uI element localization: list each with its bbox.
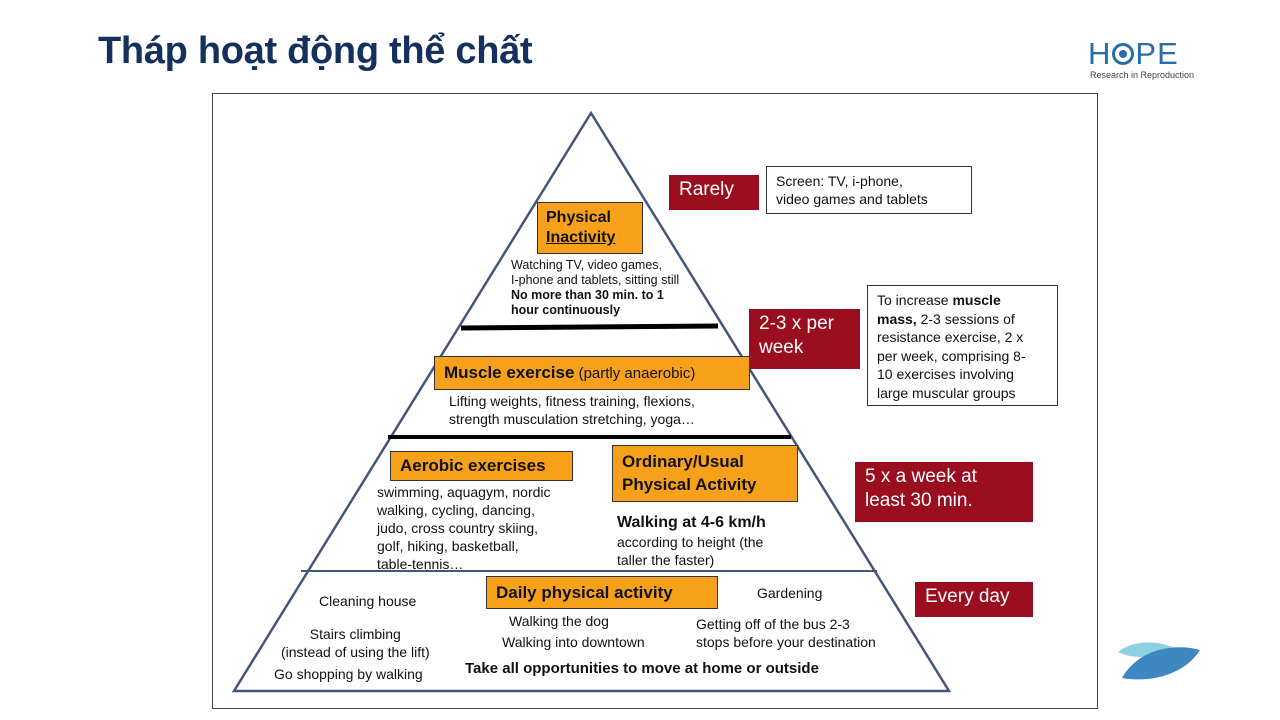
daily-label: Daily physical activity	[496, 583, 673, 602]
ordinary-label-box: Ordinary/Usual Physical Activity	[612, 445, 798, 502]
muscle-label-rest: (partly anaerobic)	[574, 365, 696, 382]
ordinary-label-line1: Ordinary/Usual	[622, 452, 744, 471]
muscle-label-bold: Muscle exercise	[444, 363, 575, 382]
logo-subtitle: Research in Reproduction	[1090, 70, 1195, 80]
note-muscle-line6: large muscular groups	[877, 384, 1016, 401]
daily-stairs-line2: (instead of using the lift)	[281, 644, 430, 660]
daily-bus-line2: stops before your destination	[696, 634, 876, 650]
frequency-muscle-line2: week	[759, 337, 804, 358]
pyramid-outline	[231, 110, 952, 693]
note-muscle-mass: To increase muscle mass, 2-3 sessions of…	[867, 285, 1058, 406]
daily-dog: Walking the dog	[509, 613, 609, 629]
daily-label-box: Daily physical activity	[486, 576, 718, 609]
daily-cleaning: Cleaning house	[319, 593, 417, 609]
daily-shopping: Go shopping by walking	[274, 666, 423, 682]
inactivity-limit-line1: No more than 30 min. to 1	[511, 288, 664, 302]
aerobic-line: golf, hiking, basketball,	[377, 538, 519, 554]
leaf-logo-icon	[1118, 642, 1200, 680]
note-muscle-pre: To increase	[877, 292, 953, 308]
eye-icon	[1112, 43, 1135, 65]
note-screen: Screen: TV, i-phone, video games and tab…	[766, 166, 972, 214]
note-muscle-bold2: mass,	[877, 310, 917, 327]
inactivity-label-line1: Physical	[546, 209, 611, 226]
aerobic-line: walking, cycling, dancing,	[377, 502, 535, 518]
inactivity-label-box: Physical Inactivity	[537, 202, 643, 254]
frequency-aerobic-line2: least 30 min.	[865, 490, 973, 511]
aerobic-line: judo, cross country skiing,	[377, 520, 539, 536]
daily-bus: Getting off of the bus 2-3 stops before …	[696, 615, 876, 651]
note-muscle-bold1: muscle	[952, 292, 1001, 308]
aerobic-label: Aerobic exercises	[400, 456, 546, 475]
note-muscle-line2: 2-3 sessions of	[916, 310, 1015, 327]
daily-bus-line1: Getting off of the bus 2-3	[696, 616, 850, 632]
note-muscle-line3: resistance exercise, 2 x	[877, 329, 1024, 345]
daily-gardening: Gardening	[757, 585, 823, 601]
muscle-desc-line2: strength musculation stretching, yoga…	[449, 411, 695, 427]
inactivity-desc-line1: Watching TV, video games,	[511, 258, 663, 272]
frequency-aerobic: 5 x a week at least 30 min.	[855, 462, 1033, 522]
note-screen-line2: video games and tablets	[776, 191, 928, 207]
frequency-daily: Every day	[915, 582, 1033, 617]
note-muscle-line4: per week, comprising 8-	[877, 347, 1026, 364]
ordinary-desc-line1: according to height (the	[617, 534, 764, 550]
inactivity-desc: Watching TV, video games, I-phone and ta…	[511, 258, 679, 318]
slide-title: Tháp hoạt động thể chất	[98, 30, 533, 72]
pyramid-shape	[231, 110, 952, 693]
aerobic-line: table-tennis…	[377, 556, 464, 572]
frequency-muscle-line1: 2-3 x per	[759, 313, 834, 334]
ordinary-label-line2: Physical Activity	[622, 475, 757, 494]
ordinary-desc-line2: taller the faster)	[617, 552, 715, 568]
inactivity-limit-line2: hour continuously	[511, 303, 621, 317]
aerobic-label-box: Aerobic exercises	[390, 451, 573, 481]
ordinary-desc: Walking at 4-6 km/h according to height …	[617, 513, 766, 569]
muscle-desc-line1: Lifting weights, fitness training, flexi…	[449, 393, 695, 409]
pyramid-figure: Physical Inactivity Watching TV, video g…	[212, 93, 1098, 709]
muscle-desc: Lifting weights, fitness training, flexi…	[449, 392, 695, 428]
inactivity-label-line2: Inactivity	[546, 229, 616, 246]
note-muscle-line5: 10 exercises involving	[877, 366, 1014, 382]
frequency-muscle: 2-3 x per week	[749, 309, 860, 369]
daily-stairs-line1: Stairs climbing	[309, 626, 401, 642]
muscle-label-box: Muscle exercise (partly anaerobic)	[434, 356, 750, 390]
note-screen-line1: Screen: TV, i-phone,	[776, 173, 903, 189]
frequency-aerobic-line1: 5 x a week at	[865, 466, 977, 487]
aerobic-line: swimming, aquagym, nordic	[377, 484, 551, 500]
inactivity-desc-line2: I-phone and tablets, sitting still	[511, 273, 680, 287]
daily-downtown: Walking into downtown	[502, 634, 645, 650]
daily-footer: Take all opportunities to move at home o…	[465, 660, 819, 677]
aerobic-desc: swimming, aquagym, nordic walking, cycli…	[377, 483, 551, 573]
divider-inactivity	[460, 323, 719, 331]
daily-stairs: Stairs climbing (instead of using the li…	[281, 625, 430, 661]
frequency-rarely: Rarely	[669, 175, 759, 210]
ordinary-walking: Walking at 4-6 km/h	[617, 514, 766, 531]
